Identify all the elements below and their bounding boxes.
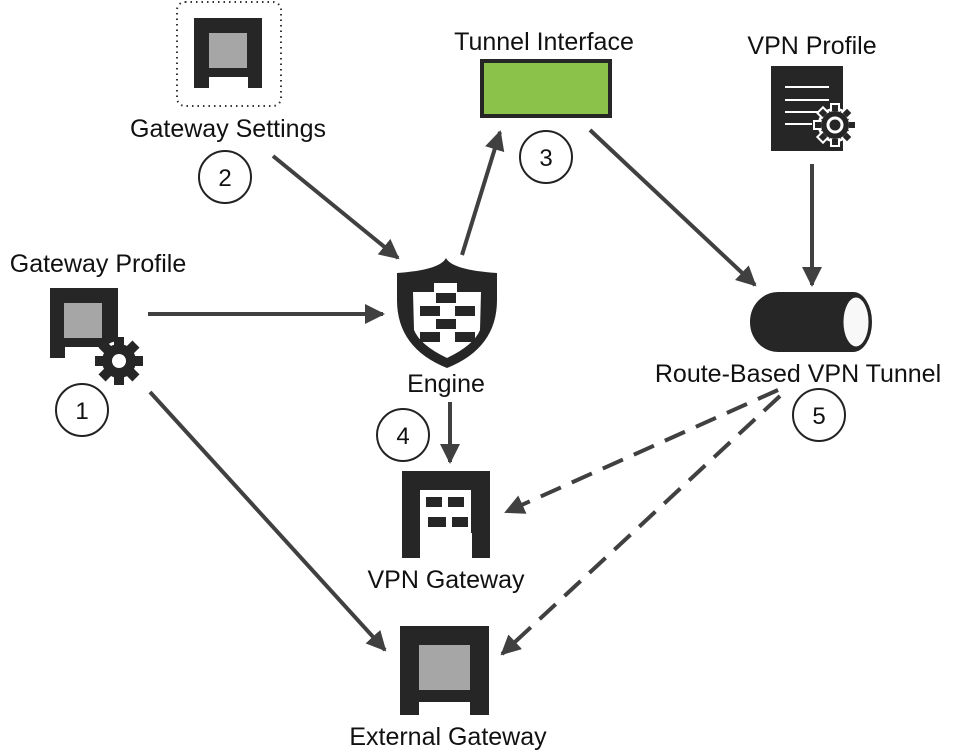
tunnel-cylinder-icon [750, 292, 872, 352]
step-badge-5 [792, 388, 846, 442]
step-badge-2 [198, 150, 252, 204]
step-number-5: 5 [812, 403, 825, 430]
vpn-gateway-label: VPN Gateway [367, 566, 525, 594]
node-vpn-gateway[interactable]: VPN Gateway [367, 471, 525, 594]
edge-gateway-profile-to-external-gateway [148, 390, 387, 652]
node-tunnel-interface[interactable]: Tunnel Interface 3 [454, 28, 634, 184]
edge-route-vpn-to-external-gateway [500, 394, 782, 656]
route-based-vpn-tunnel-label: Route-Based VPN Tunnel [655, 360, 941, 388]
step-badge-3 [519, 130, 573, 184]
edge-gateway-settings-to-engine [271, 154, 400, 260]
vpn-profile-icon [771, 66, 857, 151]
firewall-shield-icon [397, 258, 497, 368]
gateway-settings-icon [194, 18, 262, 88]
engine-label: Engine [407, 370, 485, 398]
edge-route-vpn-to-vpn-gateway [504, 388, 779, 514]
node-external-gateway[interactable]: External Gateway [349, 626, 547, 751]
vpn-gateway-firewall-icon [402, 471, 490, 558]
node-gateway-profile[interactable]: Gateway Profile 1 [10, 250, 186, 437]
node-vpn-profile[interactable]: VPN Profile [747, 32, 877, 151]
gateway-profile-label: Gateway Profile [10, 250, 186, 278]
step-number-3: 3 [539, 145, 552, 172]
gear-icon [95, 337, 143, 385]
step-badge-1 [55, 383, 109, 437]
step-number-1: 1 [75, 398, 88, 425]
node-gateway-settings[interactable]: Gateway Settings 2 [130, 1, 326, 204]
external-gateway-icon [400, 626, 489, 715]
edge-tunnel-interface-to-route-vpn [588, 128, 757, 287]
tunnel-interface-label: Tunnel Interface [454, 28, 634, 56]
node-engine[interactable]: Engine 4 [376, 258, 497, 462]
gateway-settings-label: Gateway Settings [130, 115, 326, 143]
gear-icon [813, 103, 857, 147]
tunnel-interface-icon [480, 59, 612, 118]
gateway-profile-icon [50, 288, 143, 385]
external-gateway-label: External Gateway [349, 723, 547, 751]
step-badge-4 [376, 408, 430, 462]
node-route-based-vpn-tunnel[interactable]: Route-Based VPN Tunnel 5 [655, 292, 941, 442]
step-number-2: 2 [218, 165, 231, 192]
connectors [148, 128, 822, 656]
vpn-profile-label: VPN Profile [747, 32, 876, 60]
selection-outline [176, 1, 282, 107]
edge-engine-to-tunnel-interface [460, 130, 505, 256]
step-number-4: 4 [396, 423, 409, 450]
